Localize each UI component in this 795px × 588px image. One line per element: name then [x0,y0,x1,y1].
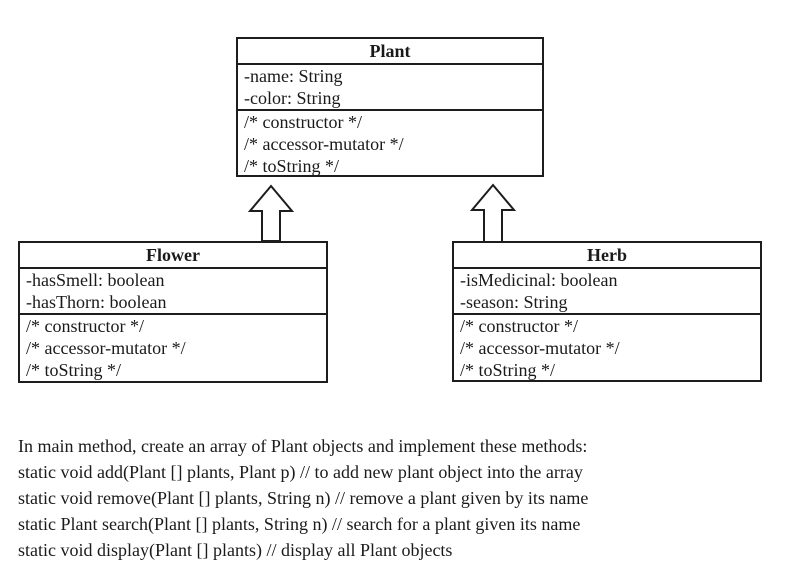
class-method: /* accessor-mutator */ [460,338,620,358]
herb-attributes-section: -isMedicinal: boolean -season: String [454,269,760,313]
class-attribute: -season: String [460,292,568,312]
class-method: /* toString */ [26,360,122,380]
class-name-flower: Flower [20,243,326,269]
inheritance-arrow-herb-to-plant [469,183,517,243]
class-attribute: -color: String [244,88,341,108]
instruction-line: static void display(Plant [] plants) // … [18,540,453,560]
class-method: /* accessor-mutator */ [244,134,404,154]
main-method-instructions: In main method, create an array of Plant… [18,433,778,563]
flower-attributes-section: -hasSmell: boolean -hasThorn: boolean [20,269,326,313]
herb-methods-section: /* constructor */ /* accessor-mutator */… [454,313,760,381]
class-method: /* toString */ [460,360,556,380]
class-name-plant: Plant [238,39,542,65]
instruction-line: static void add(Plant [] plants, Plant p… [18,462,583,482]
class-method: /* constructor */ [244,112,362,132]
class-attribute: -hasSmell: boolean [26,270,165,290]
class-box-flower: Flower -hasSmell: boolean -hasThorn: boo… [18,241,328,383]
class-attribute: -isMedicinal: boolean [460,270,618,290]
class-box-plant: Plant -name: String -color: String /* co… [236,37,544,177]
class-name-herb: Herb [454,243,760,269]
instruction-line: In main method, create an array of Plant… [18,436,588,456]
class-method: /* toString */ [244,156,340,176]
class-method: /* constructor */ [26,316,144,336]
instruction-line: static Plant search(Plant [] plants, Str… [18,514,581,534]
flower-methods-section: /* constructor */ /* accessor-mutator */… [20,313,326,381]
class-attribute: -hasThorn: boolean [26,292,167,312]
class-method: /* constructor */ [460,316,578,336]
instruction-line: static void remove(Plant [] plants, Stri… [18,488,589,508]
class-attribute: -name: String [244,66,343,86]
class-box-herb: Herb -isMedicinal: boolean -season: Stri… [452,241,762,382]
inheritance-arrow-flower-to-plant [247,184,295,242]
plant-attributes-section: -name: String -color: String [238,65,542,109]
plant-methods-section: /* constructor */ /* accessor-mutator */… [238,109,542,177]
class-method: /* accessor-mutator */ [26,338,186,358]
